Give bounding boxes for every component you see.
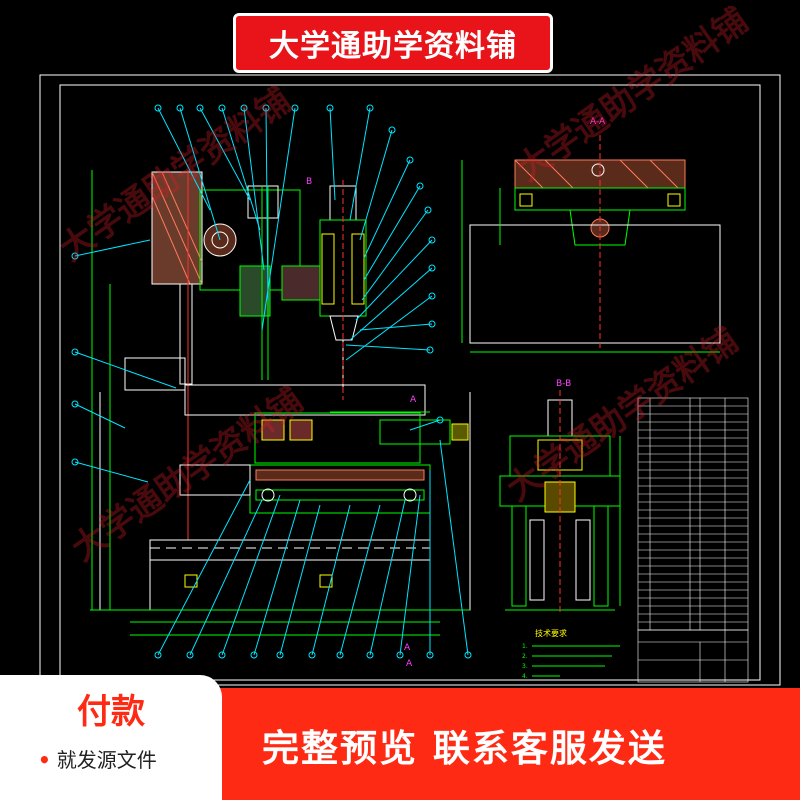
front-view: [90, 170, 471, 636]
shop-banner: 大学通助学资料铺: [233, 13, 553, 73]
shop-name: 大学通助学资料铺: [269, 29, 517, 64]
section-view-b-b: [499, 390, 621, 615]
section-label-a: A: [410, 395, 417, 405]
section-label-b: B: [306, 177, 312, 187]
notes-lines: 1. 2. 3. 4.: [522, 643, 620, 680]
note-2: 2.: [522, 653, 528, 660]
title-block: [637, 629, 749, 683]
pay-subtitle: 就发源文件: [56, 748, 157, 772]
pay-title: 付款: [77, 692, 145, 732]
pay-card[interactable]: [0, 675, 222, 800]
section-label-a-bottom: A: [404, 643, 411, 653]
note-1: 1.: [522, 643, 528, 650]
bullet-icon: •: [38, 748, 51, 772]
note-4: 4.: [522, 673, 528, 680]
section-label-a-a: A-A: [590, 117, 606, 127]
part-balloons: [71, 104, 472, 659]
section-label-b-b: B-B: [556, 379, 571, 389]
drawing-inner-frame: [59, 84, 761, 681]
drawing-outer-frame: [39, 74, 781, 686]
notes-title: 技术要求: [535, 628, 567, 638]
contact-cta: 完整预览 联系客服发送: [262, 727, 667, 770]
parts-list-table: [637, 397, 749, 631]
section-label-a-bottom-2: A: [406, 659, 413, 669]
pay-subtitle-row: •就发源文件: [38, 744, 218, 773]
section-view-a-a: [461, 135, 721, 353]
note-3: 3.: [522, 663, 528, 670]
